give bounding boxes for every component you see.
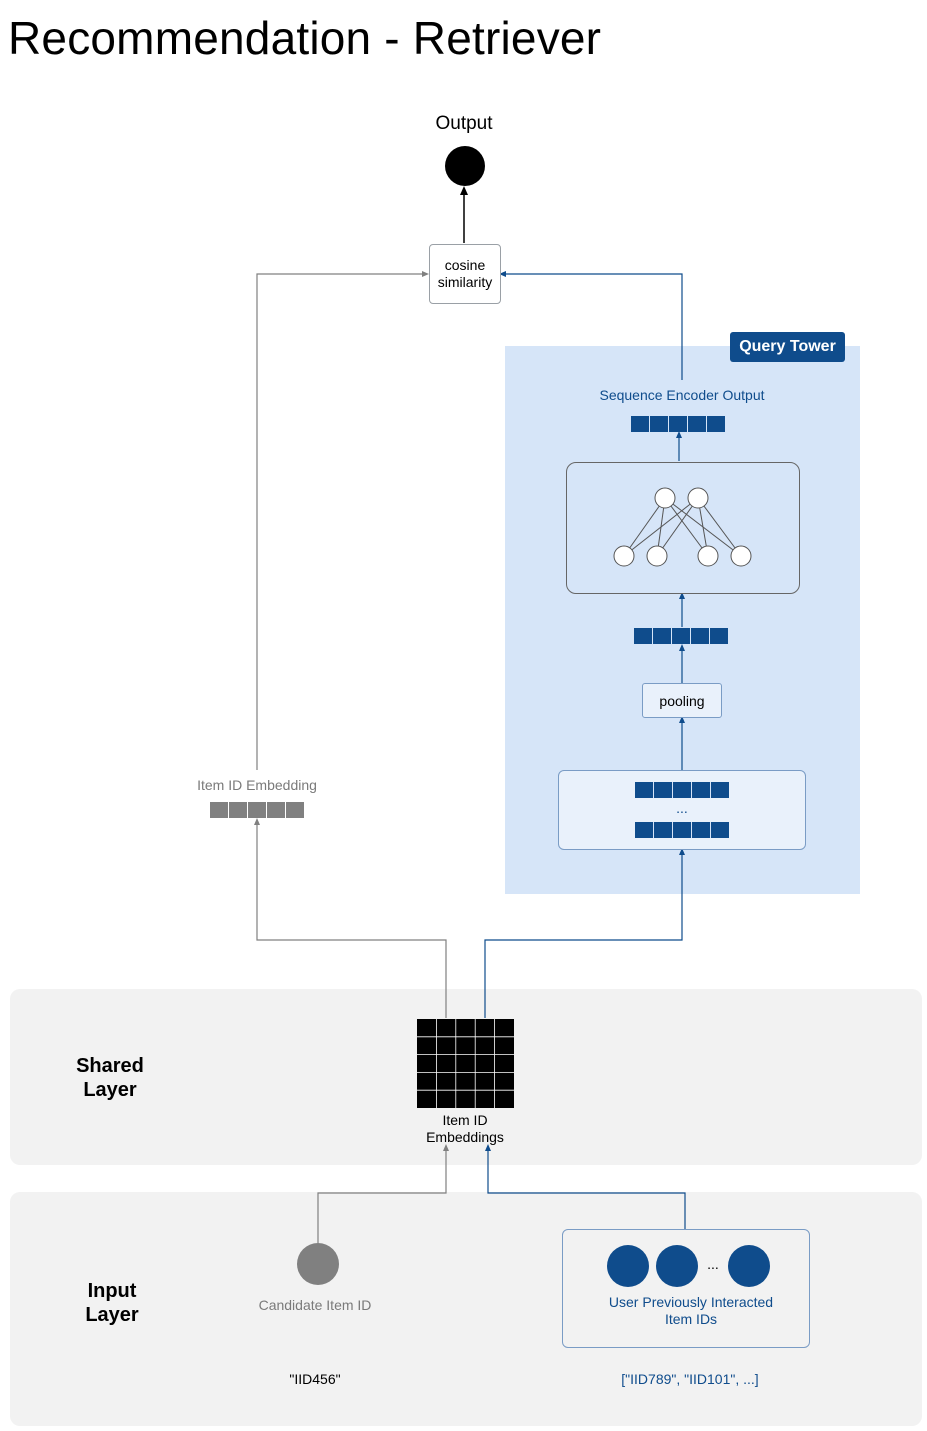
item-id-embeddings-label-text: Item ID Embeddings xyxy=(426,1112,504,1145)
candidate-example: "IID456" xyxy=(289,1371,341,1387)
arrow-embeddings-to-item-embedding xyxy=(254,818,447,1018)
neural-network-icon xyxy=(613,487,752,567)
item-id-embeddings-matrix xyxy=(417,1019,514,1108)
user-items-ellipsis: ... xyxy=(707,1256,719,1272)
pooling-box: pooling xyxy=(642,683,722,718)
pooling-label: pooling xyxy=(659,692,705,709)
user-item-node xyxy=(728,1245,770,1287)
arrow-query-to-cosine xyxy=(499,271,683,380)
user-items-label-text: User Previously Interacted Item IDs xyxy=(608,1294,774,1327)
sequence-encoder-output-vector xyxy=(631,416,725,432)
sequence-vector-first xyxy=(635,782,729,798)
candidate-item-node xyxy=(297,1243,339,1285)
output-node xyxy=(445,146,485,186)
pooled-vector xyxy=(634,628,728,644)
output-label: Output xyxy=(435,113,493,134)
input-layer-label: Input Layer xyxy=(85,1280,139,1326)
user-item-node xyxy=(607,1245,649,1287)
cosine-similarity-box: cosine similarity xyxy=(429,244,501,304)
arrow-candidate-to-embeddings xyxy=(317,1144,449,1243)
shared-layer-label: Shared Layer xyxy=(76,1055,144,1101)
sequence-ellipsis: ... xyxy=(676,800,688,816)
sequence-vector-last xyxy=(635,822,729,838)
user-item-node xyxy=(656,1245,698,1287)
user-items-example: ["IID789", "IID101", ...] xyxy=(621,1371,759,1387)
item-id-embeddings-label: Item ID Embeddings xyxy=(400,1112,530,1146)
cosine-similarity-label: cosine similarity xyxy=(437,257,493,290)
neural-network-box xyxy=(566,462,800,594)
arrow-embeddings-to-sequence xyxy=(484,848,685,1018)
candidate-item-id-label: Candidate Item ID xyxy=(258,1297,372,1313)
arrow-user-items-to-embeddings xyxy=(485,1144,686,1229)
page-title: Recommendation - Retriever xyxy=(8,12,602,64)
arrow-item-embedding-to-cosine xyxy=(256,271,429,770)
item-id-embedding-label: Item ID Embedding xyxy=(197,777,317,793)
query-tower-badge: Query Tower xyxy=(730,332,845,362)
sequence-encoder-output-label: Sequence Encoder Output xyxy=(599,387,765,403)
item-id-embedding-vector xyxy=(210,802,304,818)
user-items-label: User Previously Interacted Item IDs xyxy=(580,1294,802,1328)
